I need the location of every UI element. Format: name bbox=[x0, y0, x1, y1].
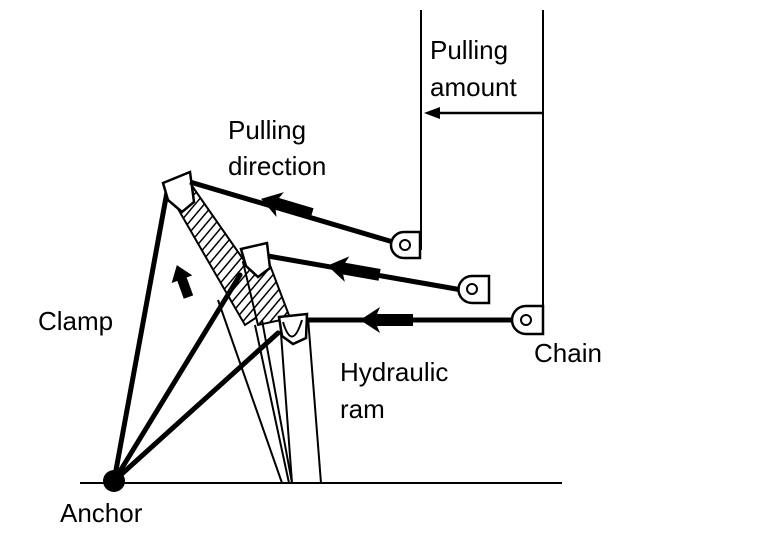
chain-eyelet-2 bbox=[457, 274, 491, 305]
ram-legs bbox=[217, 299, 322, 484]
chain-eyelet-1 bbox=[389, 230, 422, 260]
pulling-direction-arrow-3 bbox=[360, 307, 413, 333]
anchor-label: Anchor bbox=[60, 498, 143, 528]
hydraulic-ram-label-line1: Hydraulic bbox=[340, 357, 448, 387]
pulling-direction-label-line2: direction bbox=[228, 151, 326, 181]
clamp-arms bbox=[111, 189, 281, 484]
ram-head-1 bbox=[161, 170, 196, 214]
ram-head-2 bbox=[239, 241, 272, 279]
pulling-amount-indicator bbox=[420, 10, 544, 315]
pulling-direction-label-line1: Pulling bbox=[228, 115, 306, 145]
anchor-point bbox=[103, 470, 125, 492]
chain-label: Chain bbox=[534, 338, 602, 368]
chain-eyelet-3 bbox=[510, 304, 545, 336]
pulling-direction-arrow-1 bbox=[261, 192, 314, 220]
hydraulic-ram-label-line2: ram bbox=[340, 394, 385, 424]
clamp-movement-arrow bbox=[171, 265, 194, 299]
pulling-amount-label-line1: Pulling bbox=[430, 35, 508, 65]
clamp-label: Clamp bbox=[38, 306, 113, 336]
ram-head-3 bbox=[277, 312, 309, 346]
pulling-amount-arrowhead bbox=[424, 107, 440, 119]
pulling-amount-label-line2: amount bbox=[430, 72, 517, 102]
pulling-direction-arrow-2 bbox=[327, 256, 381, 282]
